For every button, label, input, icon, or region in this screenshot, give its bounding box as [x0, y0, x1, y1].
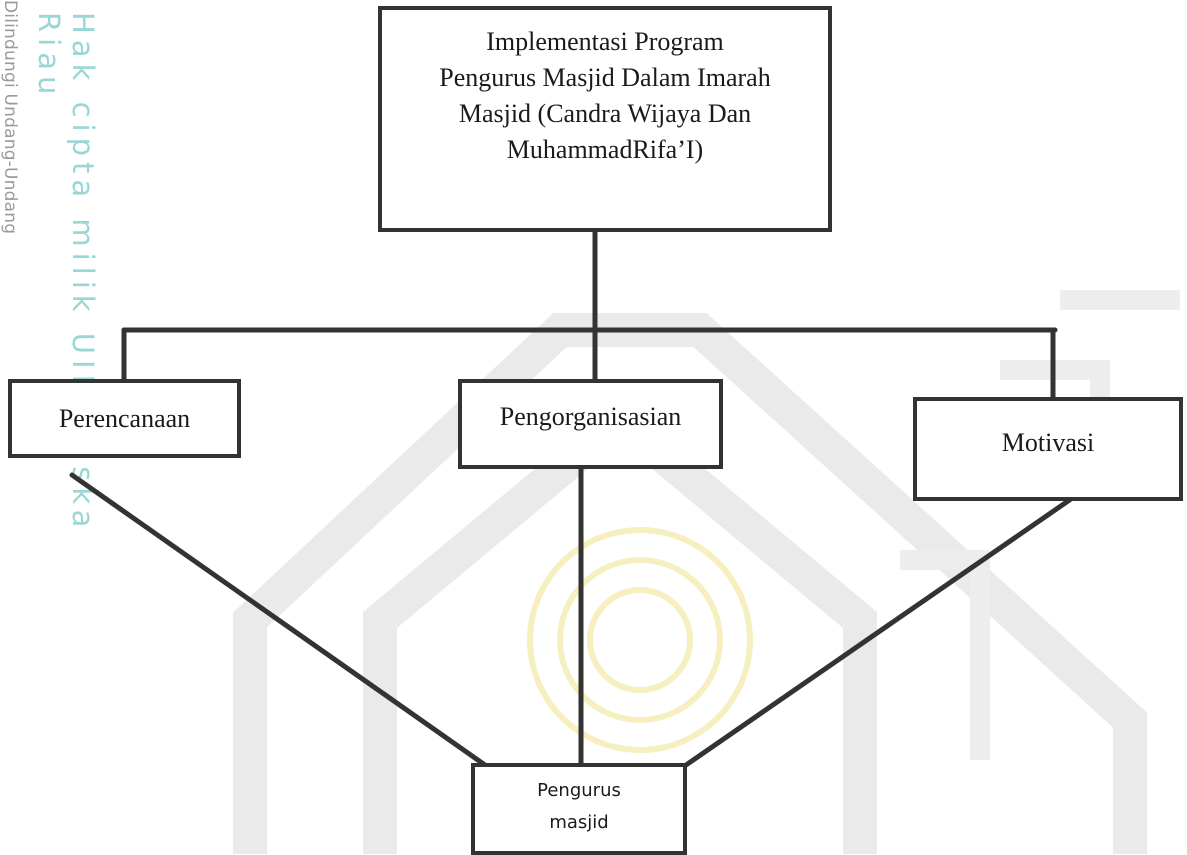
perencanaan-box: Perencanaan: [8, 379, 241, 458]
pengurus-label-line2: masjid: [549, 812, 609, 833]
pengurus-masjid-box: Pengurus masjid: [471, 763, 687, 855]
connector-motivasi-to-pengurus: [683, 496, 1074, 768]
program-implementation-box: Implementasi Program Pengurus Masjid Dal…: [378, 6, 832, 232]
pengorganisasian-box: Pengorganisasian: [458, 379, 723, 469]
motivasi-box: Motivasi: [913, 397, 1183, 501]
pengurus-label-line1: Pengurus: [537, 780, 621, 801]
connector-perencanaan-to-pengurus: [69, 472, 488, 768]
copyright-side-text: Dilindungi Undang-Undang: [0, 0, 20, 235]
